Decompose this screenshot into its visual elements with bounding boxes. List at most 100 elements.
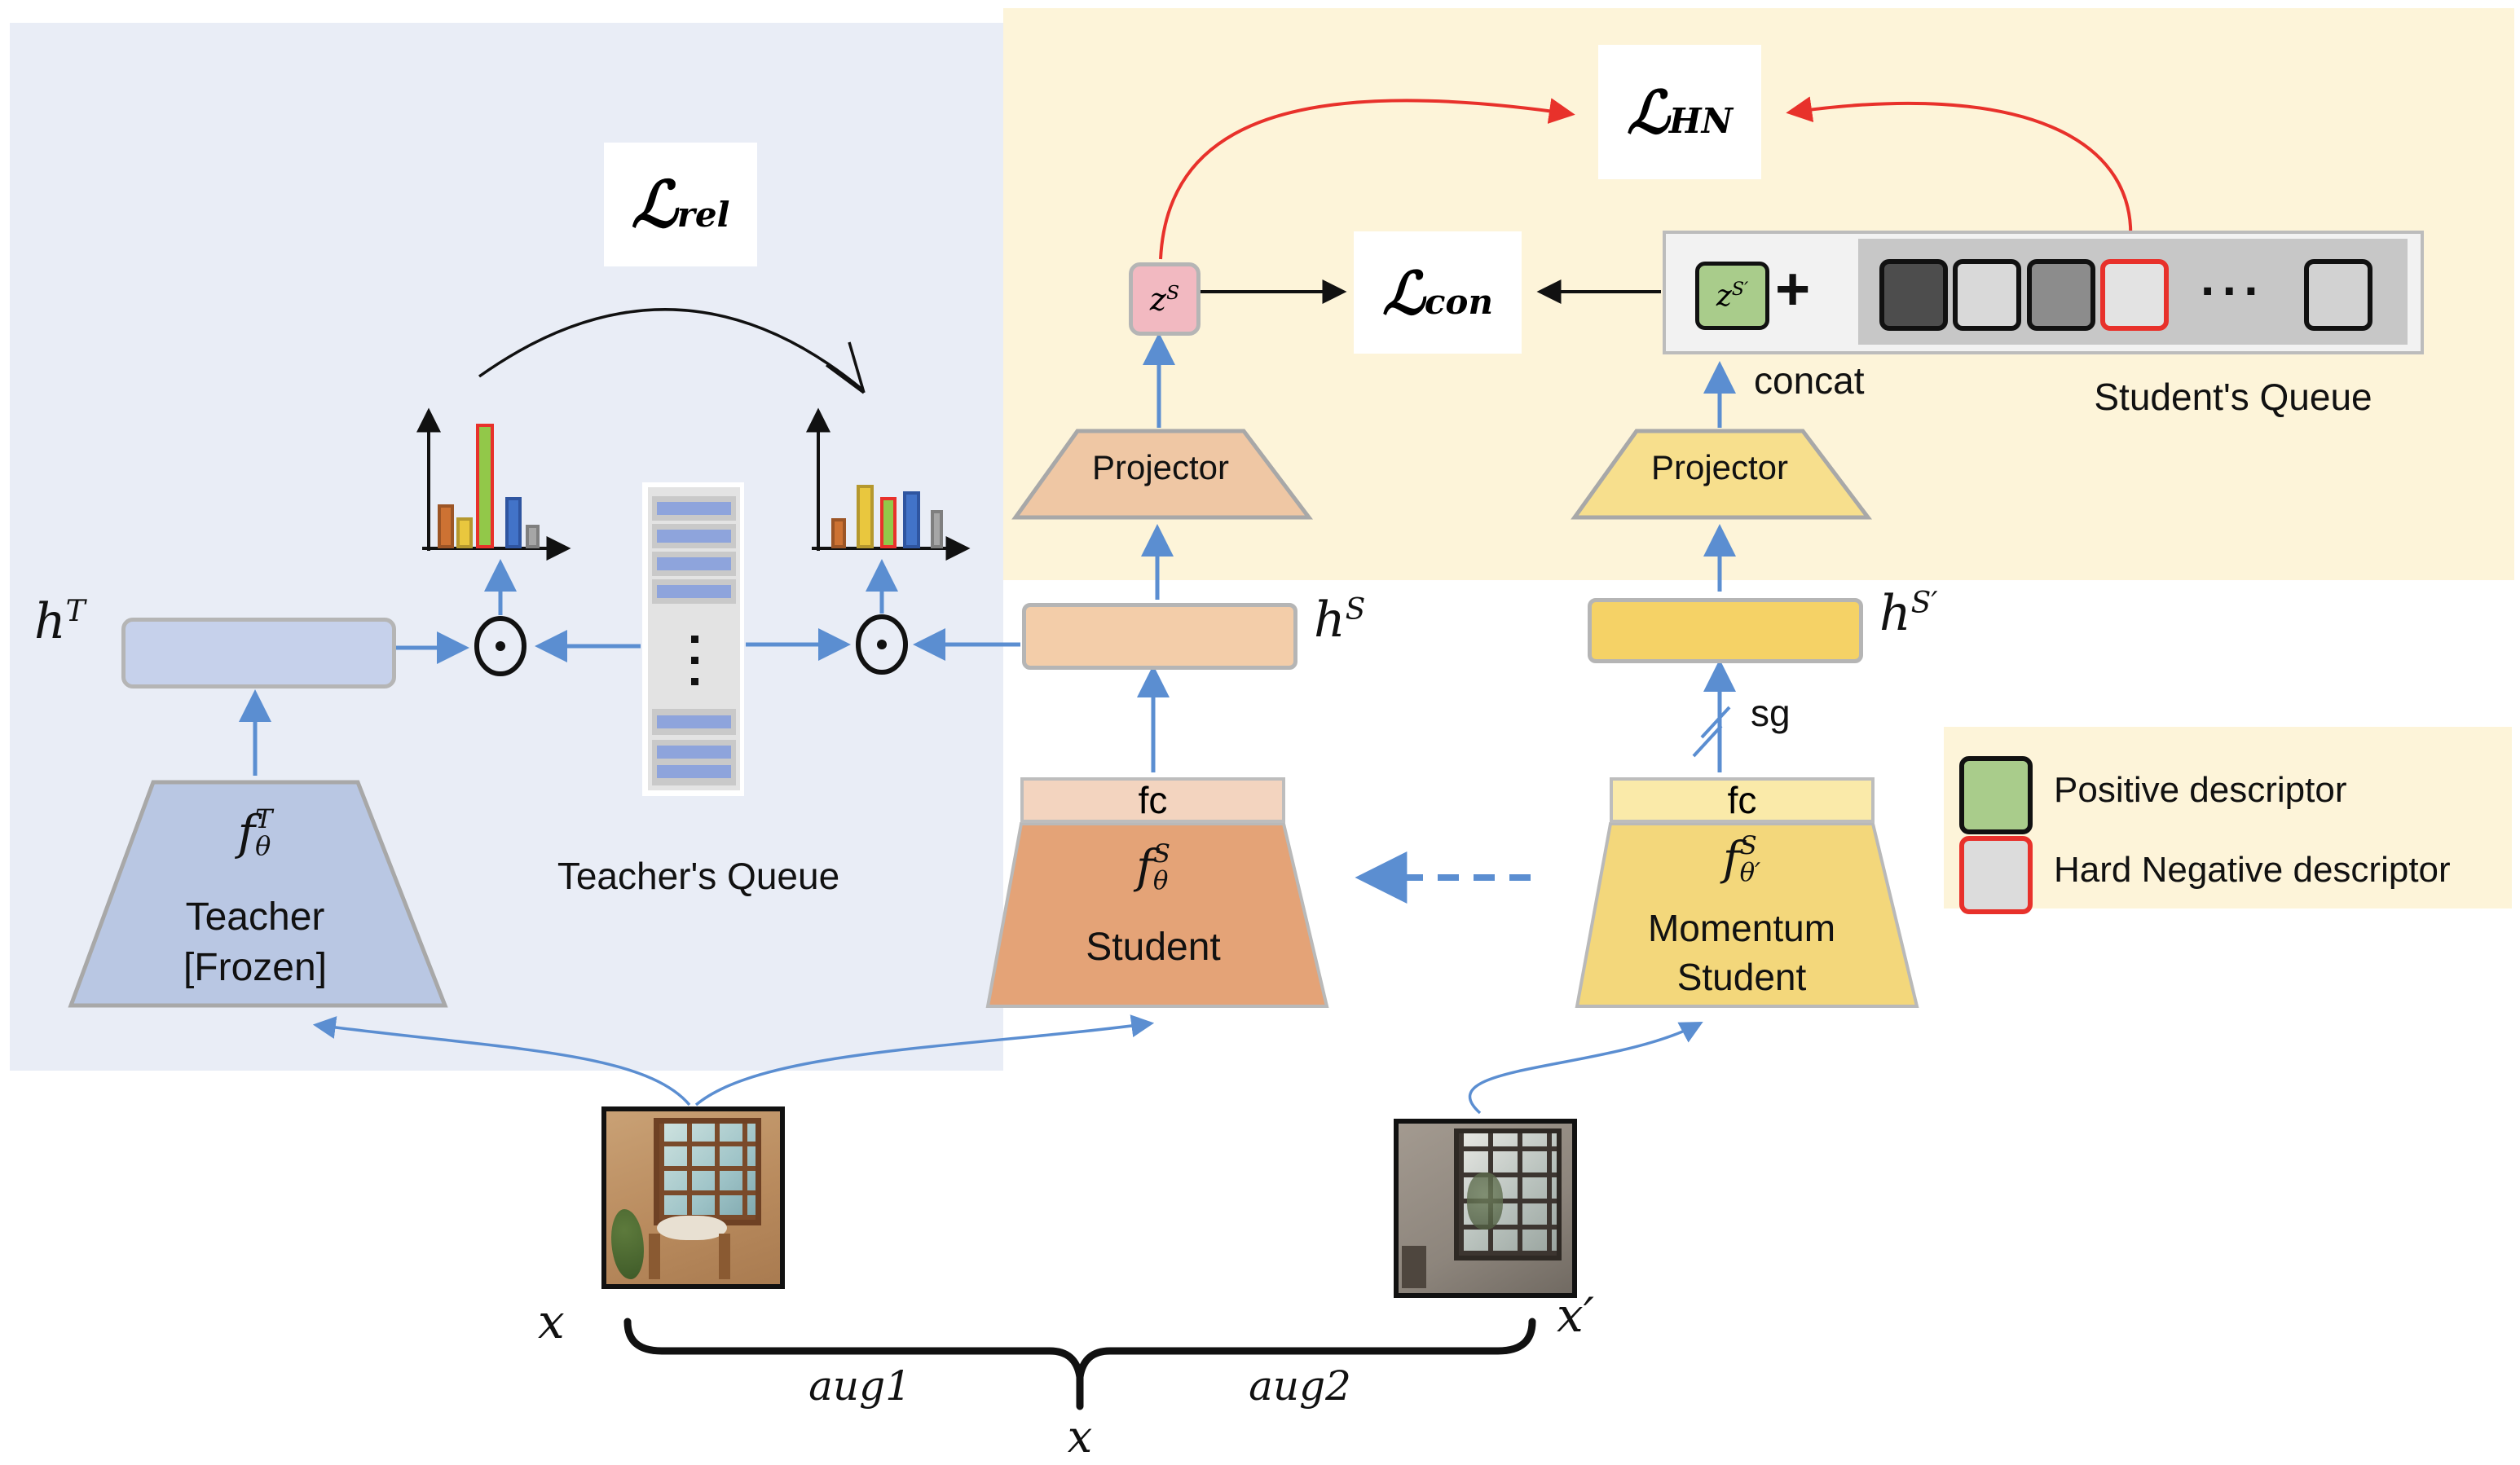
student-queue-label: Student's Queue	[2094, 376, 2372, 418]
arrow-image2-to-momentum	[1468, 1022, 1703, 1115]
teacher-queue	[648, 487, 740, 790]
arrow-image1-to-student	[694, 1014, 1155, 1106]
teacher-encoder-trapezoid	[68, 780, 448, 1008]
aug2-label: aug2	[1249, 1362, 1351, 1410]
hT-label: hT	[34, 593, 86, 650]
hist-bar-neg3	[505, 497, 522, 548]
student-encoder-trapezoid	[985, 822, 1329, 1008]
window-panes-2	[1454, 1128, 1562, 1260]
queue-ellipsis-dot	[691, 657, 698, 664]
legend-positive-swatch	[1959, 756, 2033, 834]
queue-ellipsis-dot	[691, 636, 698, 643]
hSprime-embedding-box	[1588, 598, 1863, 663]
hT-embedding-box	[121, 618, 396, 689]
chair-leg-1	[649, 1234, 660, 1279]
teacher-frozen-tag: [Frozen]	[183, 946, 328, 989]
student-fc-layer: fc	[1020, 777, 1285, 823]
queue-ellipsis: ···	[2201, 263, 2266, 319]
queue-entry-bar	[657, 715, 731, 728]
concat-label: concat	[1754, 359, 1865, 402]
negative-descriptor-square	[2027, 259, 2095, 331]
student-fc-label: fc	[1138, 779, 1168, 821]
arrow-image1-to-teacher	[312, 1016, 691, 1106]
student-projector-label: Projector	[1091, 448, 1230, 486]
contrastive-loss-box: ℒcon	[1354, 231, 1522, 354]
hadamard-left-icon	[474, 616, 526, 676]
hS-embedding-box	[1022, 603, 1297, 670]
table-shape	[657, 1216, 727, 1240]
augmentation-brace	[623, 1318, 1536, 1410]
hard-negative-loss-box: ℒHN	[1598, 45, 1761, 179]
queue-ellipsis-dot	[691, 678, 698, 685]
queue-entry-bar	[657, 557, 731, 570]
momentum-projector-label: Projector	[1650, 448, 1789, 486]
hard-negative-loss-label: ℒHN	[1627, 77, 1733, 147]
student-similarity-histogram	[818, 411, 957, 548]
hist-bar-neg4	[526, 525, 540, 548]
augmented-image-2	[1394, 1119, 1577, 1298]
negative-descriptor-square	[1953, 259, 2021, 331]
zS-descriptor-box: zS	[1129, 262, 1201, 336]
plant-shape-2	[1467, 1172, 1503, 1230]
arrow-hard-negative-to-LHN	[1786, 96, 2133, 252]
chair-leg-2	[719, 1234, 730, 1279]
hSprime-label: hS′	[1879, 585, 1938, 642]
momentum-encoder-name1: Momentum	[1647, 907, 1836, 949]
queue-entry-bar	[657, 746, 731, 759]
stop-gradient-slashes-icon	[1692, 706, 1731, 758]
arrow-zS-to-LHN	[1159, 98, 1575, 260]
x-source-label: x	[1067, 1411, 1093, 1463]
aug1-label: aug1	[808, 1362, 911, 1410]
queue-entry-bar	[657, 765, 731, 778]
teacher-similarity-histogram	[429, 411, 559, 548]
legend-hard-negative-swatch	[1959, 836, 2033, 914]
relational-loss-label: ℒrel	[631, 167, 730, 242]
hS-label: hS	[1314, 592, 1366, 649]
queue-entry-bar	[657, 585, 731, 598]
relational-loss-arc	[478, 308, 864, 391]
zSprime-positive-descriptor-box: zS′	[1695, 262, 1769, 330]
contrastive-loss-label: ℒcon	[1382, 257, 1493, 328]
stop-gradient-label: sg	[1751, 692, 1791, 734]
furniture-shape	[1402, 1246, 1426, 1288]
hist-bar-neg1	[831, 518, 846, 548]
hadamard-right-icon	[856, 614, 908, 675]
hard-negative-descriptor-square	[2100, 259, 2169, 331]
momentum-fc-label: fc	[1727, 779, 1757, 821]
queue-entry-bar	[657, 530, 731, 543]
relational-loss-arc-arrowhead	[825, 341, 866, 394]
teacher-queue-label: Teacher's Queue	[557, 855, 840, 897]
x-right-label: x′	[1557, 1287, 1594, 1343]
negative-descriptor-square	[2304, 259, 2372, 331]
hist-bar-positive	[476, 424, 494, 548]
student-projector-trapezoid	[1011, 429, 1314, 520]
student-encoder-name: Student	[1086, 926, 1221, 969]
legend-hard-negative-label: Hard Negative descriptor	[2054, 850, 2451, 890]
x-left-label: x	[538, 1294, 565, 1349]
hist-bar-neg1	[438, 504, 454, 548]
hist-bar-neg3	[903, 491, 920, 548]
hist-bar-neg2	[857, 485, 874, 548]
legend-panel	[1944, 727, 2512, 908]
plant-shape-1	[611, 1209, 644, 1279]
hist-bar-positive	[880, 497, 897, 548]
augmented-image-1	[601, 1106, 785, 1289]
momentum-encoder-name2: Student	[1676, 956, 1807, 998]
queue-entry-bar	[657, 502, 731, 515]
momentum-projector-trapezoid	[1571, 429, 1873, 520]
legend-positive-label: Positive descriptor	[2054, 770, 2347, 810]
plus-icon: +	[1775, 255, 1811, 323]
zSprime-label: zS′	[1716, 279, 1749, 313]
window-panes-1	[654, 1118, 761, 1225]
negative-descriptor-square	[1879, 259, 1948, 331]
hist-bar-neg2	[456, 517, 473, 548]
relational-loss-box: ℒrel	[604, 143, 757, 266]
teacher-encoder-name: Teacher	[185, 895, 325, 939]
momentum-fc-layer: fc	[1610, 777, 1875, 823]
hist-bar-neg4	[931, 510, 943, 548]
